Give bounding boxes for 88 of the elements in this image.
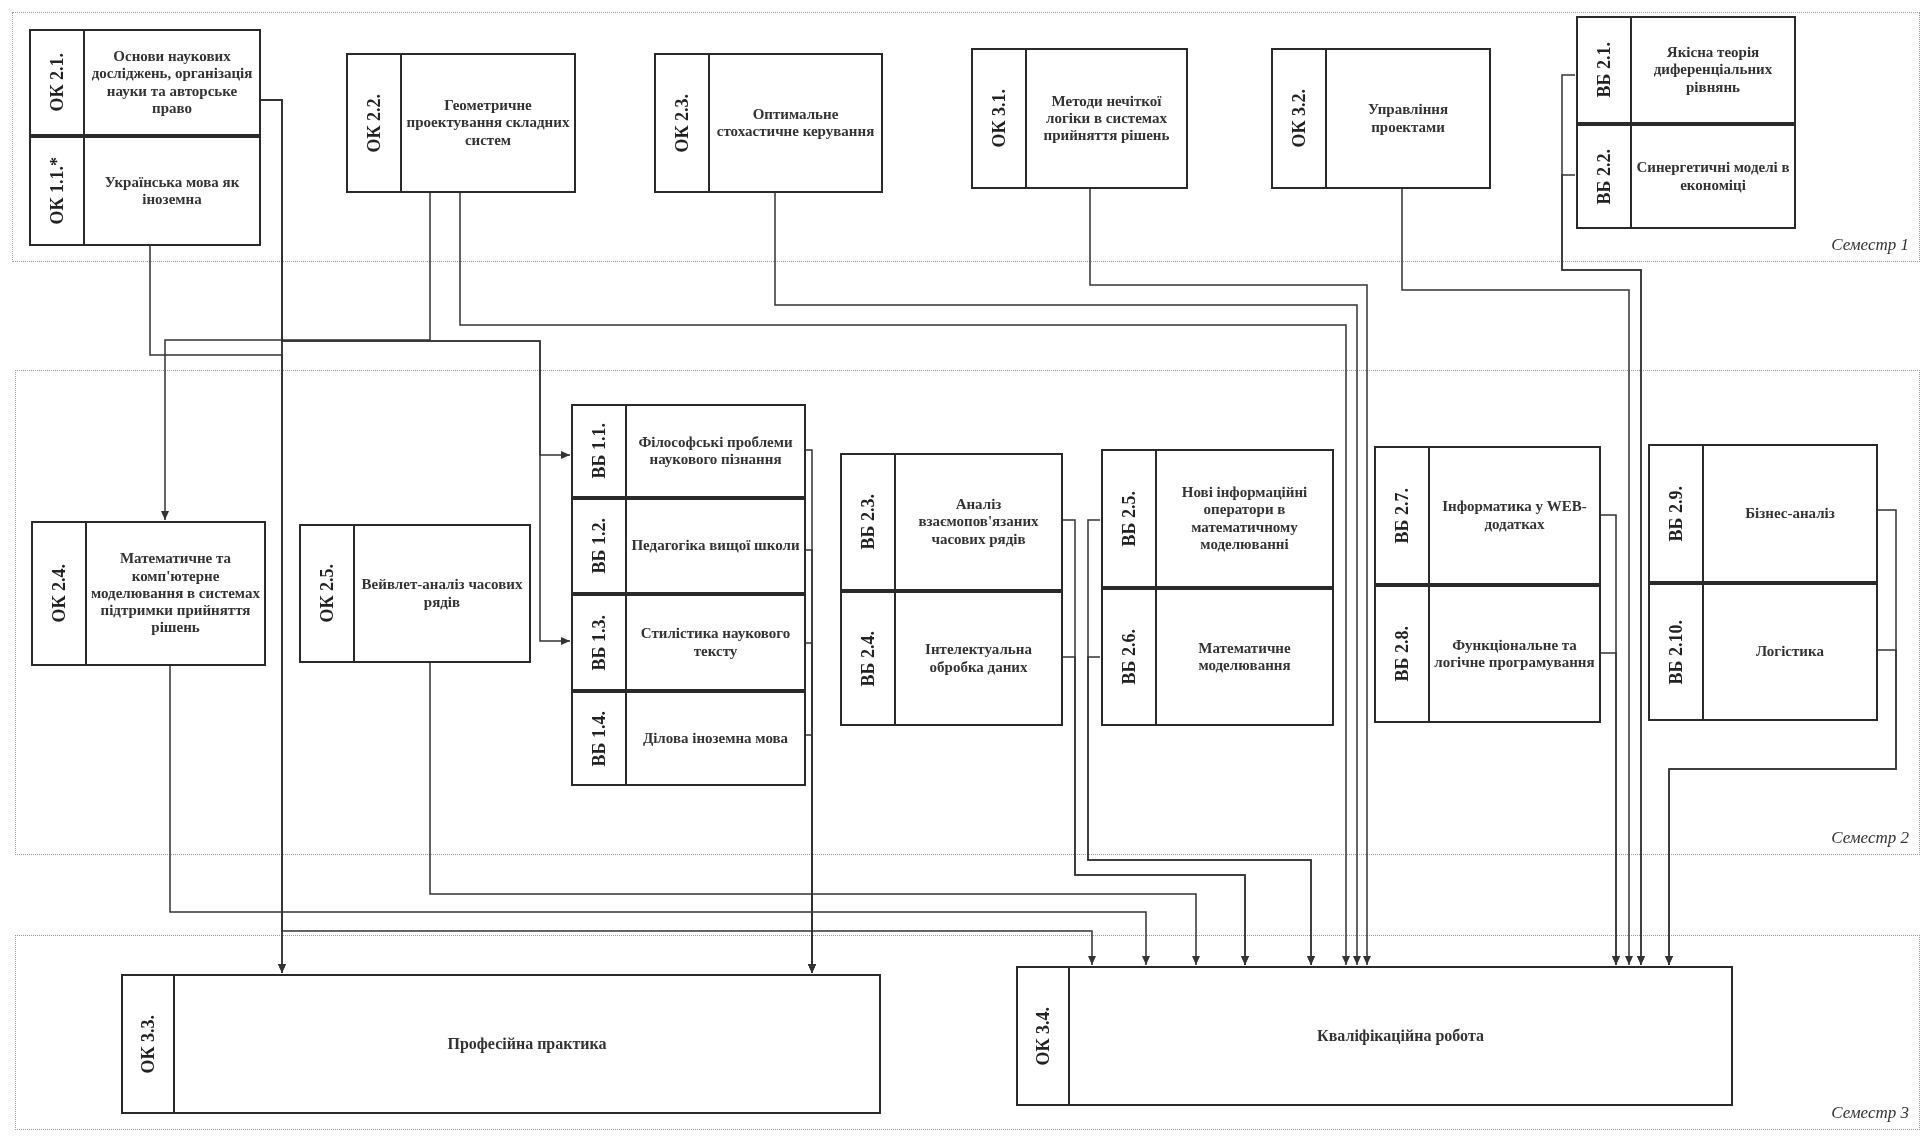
course-code: ОК 3.2. <box>1288 89 1310 148</box>
course-code: ВБ 2.6. <box>1118 629 1140 685</box>
arrow <box>161 191 431 521</box>
course-box <box>346 53 576 193</box>
course-title: Методи нечіткої логіки в системах прийняття рішень <box>1042 92 1171 145</box>
course-title: Стилістика наукового тексту <box>639 625 792 660</box>
course-title: Математичне та комп'ютерне моделювання в системах підтримки прийняття рішень <box>91 550 260 637</box>
course-title: Професійна практика <box>447 1034 607 1054</box>
course-code: ОК 3.3. <box>137 1014 159 1074</box>
course-title: Логістика <box>1756 643 1824 661</box>
course-box <box>1648 444 1878 583</box>
course-title: Оптимальне стохастичне керування <box>715 105 876 141</box>
course-box <box>1648 583 1878 721</box>
course-code: ВБ 1.3. <box>588 614 610 671</box>
course-box <box>299 524 531 663</box>
course-title: Якісна теорія диференціальних рівнянь <box>1652 44 1774 96</box>
course-code: ВБ 2.3. <box>857 494 879 550</box>
semester-label: Семестр 3 <box>1831 1103 1909 1123</box>
semester-band <box>15 370 1920 855</box>
course-code: ОК 2.1. <box>46 53 68 112</box>
course-box <box>29 136 261 246</box>
course-box <box>654 53 883 193</box>
semester-band <box>12 12 1920 262</box>
course-title: Українська мова як іноземна <box>103 173 241 209</box>
arrow <box>1401 187 1633 966</box>
course-box <box>571 498 806 594</box>
arrow <box>149 244 286 974</box>
course-box <box>571 691 806 786</box>
course-title: Основи наукових досліджень, організація науки та авторське право <box>90 48 254 117</box>
semester-label: Семестр 1 <box>1831 235 1909 255</box>
course-box <box>121 974 881 1114</box>
course-code: ОК 2.3. <box>671 93 693 153</box>
course-title: Геометричне проектування складних систем <box>406 97 570 149</box>
course-box <box>1374 585 1601 723</box>
course-title: Інформатика у WEB-додатках <box>1441 498 1588 533</box>
course-code: ВБ 2.4. <box>857 630 879 687</box>
course-code: ОК 3.4. <box>1032 1006 1054 1066</box>
course-title: Нові інформаційні оператори в математичному моделюванні <box>1180 484 1309 553</box>
course-title: Бізнес-аналіз <box>1745 504 1835 523</box>
course-box <box>1101 588 1334 726</box>
arrow <box>169 664 1150 966</box>
course-box <box>1576 16 1796 124</box>
course-title: Математичне моделювання <box>1197 639 1292 675</box>
course-box <box>1271 48 1491 189</box>
course-code: ВБ 2.9. <box>1665 485 1687 542</box>
course-title: Кваліфікаційна робота <box>1317 1026 1484 1046</box>
course-box <box>571 404 806 498</box>
semester-band <box>15 935 1920 1130</box>
semester-label: Семестр 2 <box>1831 828 1909 848</box>
course-code: ВБ 2.8. <box>1391 626 1413 682</box>
course-box <box>840 591 1063 726</box>
course-box <box>840 453 1063 591</box>
course-box <box>1576 124 1796 229</box>
course-code: ОК 3.1. <box>988 89 1010 148</box>
course-code: ВБ 2.7. <box>1391 487 1413 544</box>
arrow <box>459 191 1350 966</box>
course-box <box>571 594 806 691</box>
course-code: ВБ 1.1. <box>588 423 610 479</box>
course-title: Управління проектами <box>1366 101 1450 136</box>
course-code: ВБ 1.4. <box>588 710 610 767</box>
course-code: ВБ 1.2. <box>588 518 610 574</box>
course-box <box>1101 449 1334 588</box>
course-box <box>29 29 261 136</box>
course-title: Інтелектуальна обробка даних <box>924 641 1033 676</box>
course-title: Синергетичні моделі в економіці <box>1636 159 1790 194</box>
course-box <box>1016 966 1733 1106</box>
course-title: Педагогіка вищої школи <box>631 537 800 555</box>
course-title: Функціональне та логічне програмування <box>1434 636 1595 672</box>
arrow <box>1087 656 1315 966</box>
course-title: Ділова іноземна мова <box>642 729 789 748</box>
course-code: ОК 1.1.* <box>46 157 68 225</box>
course-box <box>1374 446 1601 585</box>
course-title: Аналіз взаємопов'язаних часових рядів <box>917 496 1040 548</box>
course-code: ВБ 2.2. <box>1593 148 1615 205</box>
course-code: ВБ 2.5. <box>1118 490 1140 547</box>
course-box <box>971 48 1188 189</box>
arrow <box>1089 187 1371 966</box>
course-box <box>31 521 266 666</box>
arrow <box>1665 649 1897 966</box>
course-code: ВБ 2.1. <box>1593 42 1615 98</box>
course-code: ОК 2.5. <box>316 564 338 623</box>
course-title: Вейвлет-аналіз часових рядів <box>360 576 524 611</box>
arrow <box>429 661 1200 966</box>
course-code: ОК 2.2. <box>363 93 385 153</box>
course-code: ОК 2.4. <box>48 564 70 623</box>
arrow <box>774 191 1361 966</box>
course-title: Філософські проблеми наукового пізнання <box>637 433 794 469</box>
course-code: ВБ 2.10. <box>1665 619 1687 685</box>
